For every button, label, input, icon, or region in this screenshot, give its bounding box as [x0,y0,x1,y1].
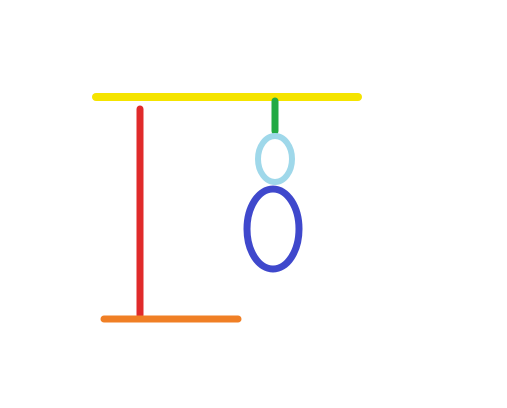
body [243,185,303,273]
head [255,133,295,185]
